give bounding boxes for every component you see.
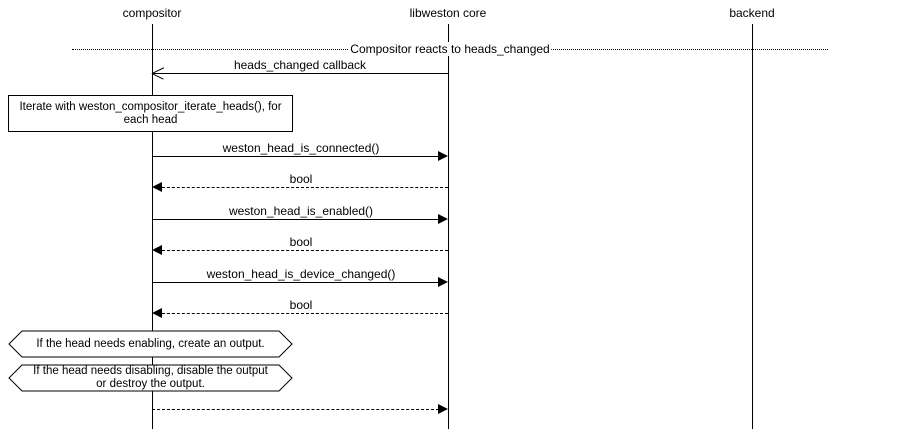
participant-label-backend: backend (729, 6, 775, 20)
hexagon-outline-enabling (8, 330, 293, 358)
message-line-weston-head-is-connected (152, 156, 444, 157)
participant-label-compositor: compositor (122, 6, 182, 20)
arrowhead-right-weston-head-is-enabled (438, 214, 448, 224)
arrowhead-left-bool-device-changed (152, 308, 162, 318)
arrowhead-left-bool-connected (152, 182, 162, 192)
message-line-bool-connected (162, 187, 448, 188)
fragment-head-needs-disabling: If the head needs disabling, disable the… (8, 364, 293, 392)
message-label-bool-enabled: bool (286, 235, 316, 249)
fragment-text-head-needs-enabling: If the head needs enabling, create an ou… (36, 337, 265, 350)
arrowhead-open-left-heads-changed-callback (152, 67, 164, 79)
note-iterate-heads: Iterate with weston_compositor_iterate_h… (8, 95, 293, 132)
arrowhead-left-bool-enabled (152, 245, 162, 255)
message-line-bool-enabled (162, 250, 448, 251)
message-label-weston-head-is-connected: weston_head_is_connected() (219, 141, 383, 155)
arrowhead-right-weston-head-is-device-changed (438, 277, 448, 287)
fragment-head-needs-enabling: If the head needs enabling, create an ou… (8, 330, 293, 358)
message-label-weston-head-is-device-changed: weston_head_is_device_changed() (203, 267, 399, 281)
message-line-final-unlabeled (152, 409, 444, 410)
message-line-heads-changed-callback (152, 73, 448, 74)
message-label-bool-device-changed: bool (286, 298, 316, 312)
message-line-weston-head-is-enabled (152, 219, 444, 220)
message-label-weston-head-is-enabled: weston_head_is_enabled() (225, 204, 377, 218)
arrowhead-right-weston-head-is-connected (438, 151, 448, 161)
fragment-text-head-needs-disabling: If the head needs disabling, disable the… (33, 365, 268, 390)
message-line-bool-device-changed (162, 313, 448, 314)
lifeline-libweston-core (448, 24, 449, 429)
hexagon-outline-disabling (8, 364, 293, 392)
divider-caption: Compositor reacts to heads_changed (348, 42, 552, 56)
lifeline-backend (752, 24, 753, 429)
message-line-weston-head-is-device-changed (152, 282, 444, 283)
message-label-bool-connected: bool (286, 172, 316, 186)
participant-label-libweston-core: libweston core (409, 6, 487, 20)
message-label-heads-changed-callback: heads_changed callback (230, 58, 370, 72)
arrowhead-right-final-unlabeled (438, 404, 448, 414)
lifeline-compositor (152, 24, 153, 429)
